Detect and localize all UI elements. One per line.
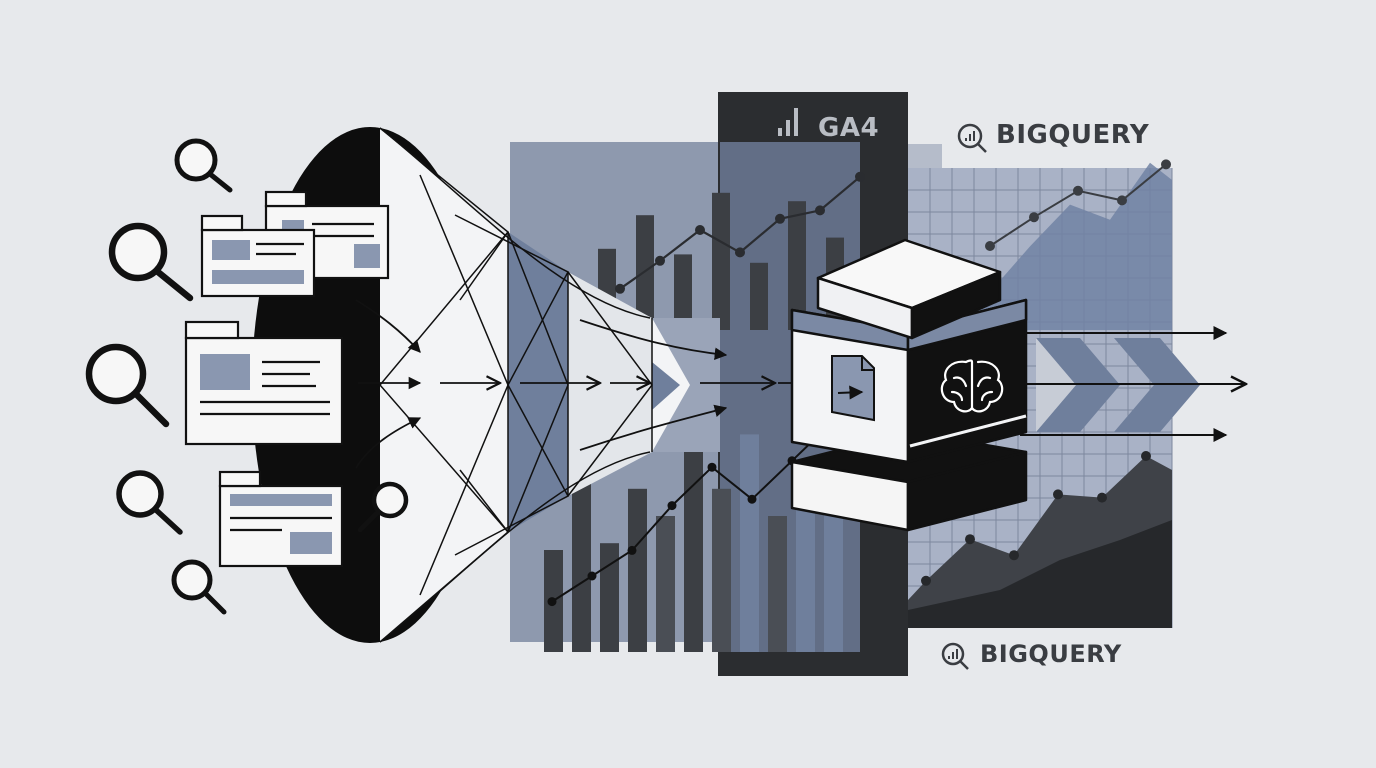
ga4-line-point — [695, 225, 705, 235]
processor-cube — [790, 238, 1028, 532]
ga4-line-point — [775, 213, 785, 224]
bar-overlay-line-point — [707, 462, 717, 472]
bar-overlay-line-point — [747, 494, 757, 504]
bar-chart-bar — [768, 516, 787, 652]
area-bottom-point — [1141, 451, 1151, 461]
cube-lid-side — [910, 270, 1002, 340]
flow-arrows — [355, 299, 822, 469]
ga4-line-point — [615, 283, 625, 294]
magnifier-icon — [116, 470, 183, 535]
ga4-label: GA4 — [818, 113, 880, 143]
webpage-card-2 — [184, 320, 344, 446]
bar-chart-bar — [740, 434, 759, 652]
webpage-card-1 — [200, 214, 316, 298]
bar-chart-bar — [796, 482, 815, 652]
cube-side-band — [906, 298, 1028, 352]
bar-overlay-line-point — [627, 545, 637, 555]
bigquery-label-bottom: BIGQUERY — [980, 640, 1122, 668]
ga4-bar — [750, 262, 768, 330]
bar-chart-bar — [684, 407, 703, 652]
webpage-card-3 — [218, 470, 344, 568]
magnifier-icon — [171, 559, 227, 615]
bar-chart-bar — [712, 488, 731, 652]
funnel-mesh — [379, 127, 653, 643]
ga4-bar — [674, 254, 692, 330]
bar-chart-bar — [656, 516, 675, 652]
ga4-line-point — [655, 255, 665, 266]
area-bottom-fill-dark — [908, 520, 1172, 628]
ga4-bar — [788, 201, 806, 330]
bar-chart-bar — [600, 543, 619, 652]
bigquery-icon-bottom — [941, 642, 969, 670]
magnifier-icon — [357, 481, 409, 533]
bigquery-label-top: BIGQUERY — [996, 120, 1150, 150]
magnifier-icon — [174, 138, 233, 193]
ga4-bar — [712, 192, 730, 330]
ga4-line-point — [735, 247, 745, 258]
bar-chart-bar — [572, 468, 591, 652]
magnifier-icon — [108, 222, 194, 302]
area-top-point — [985, 241, 995, 251]
area-top-point — [1161, 159, 1171, 170]
funnel-chevron-light — [652, 362, 680, 410]
bigquery-icon-top — [957, 123, 987, 153]
area-bottom-point — [921, 575, 931, 586]
output-arrows — [1020, 326, 1246, 442]
area-top-point — [1029, 212, 1039, 223]
cube-lower-slab-side — [906, 450, 1028, 532]
ga4-line-chart — [598, 171, 865, 330]
bar-overlay-line-point — [587, 571, 597, 581]
bar-overlay-line-point — [547, 597, 557, 607]
area-top-point — [1117, 195, 1127, 206]
area-bottom-point — [1097, 492, 1107, 503]
ga4-icon — [778, 108, 798, 136]
brain-icon — [940, 359, 1004, 413]
bar-chart-bar — [628, 488, 647, 652]
area-bottom-point — [1009, 550, 1019, 561]
bar-overlay-line-point — [667, 501, 677, 511]
ga4-line-point — [815, 205, 825, 216]
magnifier-icon — [85, 343, 170, 428]
ga4-line-point — [855, 171, 865, 182]
bar-overlay-line — [547, 417, 837, 607]
area-chart-bottom — [908, 451, 1172, 628]
area-top-point — [1073, 185, 1083, 196]
area-bottom-point — [1053, 489, 1063, 500]
funnel-body — [380, 128, 720, 642]
funnel-slate-band-1 — [508, 232, 568, 532]
funnel-slate-band-2 — [568, 272, 652, 496]
magnifier-icons — [85, 138, 409, 615]
document-arrow-icon — [831, 355, 875, 422]
bar-overlay-line-path — [551, 421, 833, 603]
area-bottom-point — [965, 534, 975, 545]
